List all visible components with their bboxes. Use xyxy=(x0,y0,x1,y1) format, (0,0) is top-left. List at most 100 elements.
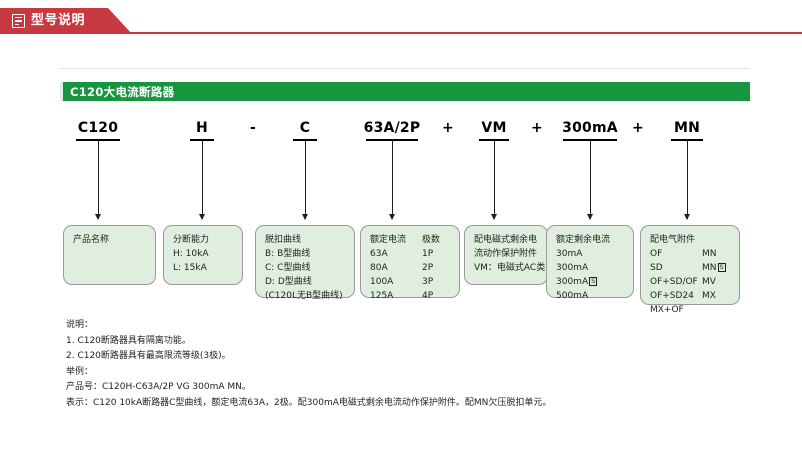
code-term-3: C xyxy=(299,120,311,136)
desc-row: 配电气附件 xyxy=(650,233,731,247)
desc-row: OF+SD24 MX xyxy=(650,289,731,303)
code-term-9: + xyxy=(632,120,644,136)
code-term-4: 63A/2P xyxy=(363,120,421,136)
desc-row: B: B型曲线 xyxy=(265,247,346,261)
desc-row: 300mA xyxy=(556,261,625,275)
desc-cell-primary: 500mA xyxy=(556,291,589,301)
code-term-underline-6 xyxy=(479,139,509,141)
desc-row: OF+SD/OF MV xyxy=(650,275,731,289)
desc-row: 63A 1P xyxy=(370,247,451,261)
desc-cell-primary: D: D型曲线 xyxy=(265,277,312,287)
note-line: 举例： xyxy=(66,366,94,377)
desc-row: 30mA xyxy=(556,247,625,261)
code-term-underline-3 xyxy=(293,139,317,141)
code-term-underline-8 xyxy=(563,139,617,141)
desc-cell-primary: OF+SD/OF xyxy=(650,277,698,287)
desc-cell-secondary: 1P xyxy=(422,249,434,259)
desc-row: D: D型曲线 xyxy=(265,275,346,289)
desc-cell-primary: OF+SD24 xyxy=(650,291,694,301)
section-accent-bar xyxy=(60,82,63,101)
delayed-type-badge: S xyxy=(717,263,726,272)
desc-row: 80A 2P xyxy=(370,261,451,275)
desc-row: C: C型曲线 xyxy=(265,261,346,275)
code-term-underline-0 xyxy=(76,139,120,141)
desc-row: 额定剩余电流 xyxy=(556,233,625,247)
connector-arrow-4 xyxy=(491,141,497,220)
page-title: 型号说明 xyxy=(31,13,86,28)
desc-cell-secondary: 4P xyxy=(422,291,434,301)
section-header: C120大电流断路器 xyxy=(60,82,750,101)
code-term-0: C120 xyxy=(77,120,119,136)
desc-cell-primary: 100A xyxy=(370,277,394,287)
desc-cell-primary: 125A xyxy=(370,291,394,301)
desc-row: 分断能力 xyxy=(173,233,234,247)
document-icon xyxy=(12,14,25,28)
note-line: 2. C120断路器具有最高限流等级(3极)。 xyxy=(66,351,231,361)
desc-cell-primary: 配电磁式剩余电 xyxy=(474,235,538,245)
desc-cell-primary: 额定电流 xyxy=(370,235,407,245)
notes-block: 说明：1. C120断路器具有隔离功能。2. C120断路器具有最高限流等级(3… xyxy=(66,318,766,411)
delayed-type-badge: S xyxy=(589,277,598,286)
desc-cell-primary: 流动作保护附件 xyxy=(474,249,538,259)
desc-row: 流动作保护附件 xyxy=(474,247,539,261)
desc-cell-primary: 80A xyxy=(370,263,388,273)
desc-row: 500mA xyxy=(556,289,625,303)
desc-row: L: 15kA xyxy=(173,261,234,275)
code-term-8: 300mA xyxy=(562,120,618,136)
code-term-6: VM xyxy=(481,120,507,136)
connector-arrow-5 xyxy=(587,141,593,220)
desc-cell-primary: 产品名称 xyxy=(73,235,110,245)
connector-arrow-6 xyxy=(684,141,690,220)
code-term-2: - xyxy=(249,120,257,136)
desc-cell-primary: SD xyxy=(650,263,663,273)
desc-cell-secondary: MX xyxy=(702,291,716,301)
connector-arrow-2 xyxy=(302,141,308,220)
desc-box-residual-current-accessory: 配电磁式剩余电流动作保护附件 VM：电磁式AC类 xyxy=(464,225,548,285)
desc-cell-primary: 63A xyxy=(370,249,388,259)
code-term-7: + xyxy=(531,120,543,136)
desc-cell-primary: L: 15kA xyxy=(173,263,207,273)
desc-row: VM：电磁式AC类 xyxy=(474,261,545,275)
code-term-underline-4 xyxy=(366,139,418,141)
desc-row: 产品名称 xyxy=(73,233,147,247)
desc-cell-secondary: MV xyxy=(702,277,716,287)
page-header: 型号说明 xyxy=(0,8,802,34)
section-title: C120大电流断路器 xyxy=(70,84,175,99)
desc-box-product-name: 产品名称 xyxy=(63,225,156,285)
desc-cell-primary: 30mA xyxy=(556,249,583,259)
desc-cell-secondary: 极数 xyxy=(422,235,441,245)
code-term-1: H xyxy=(196,120,208,136)
desc-cell-primary: (C120L无B型曲线) xyxy=(265,291,343,301)
desc-cell-primary: MX+OF xyxy=(650,305,684,315)
desc-row: 脱扣曲线 xyxy=(265,233,346,247)
content-panel xyxy=(60,68,750,413)
desc-cell-secondary: MN xyxy=(702,249,717,259)
connector-arrow-1 xyxy=(199,141,205,220)
desc-row: (C120L无B型曲线) xyxy=(265,289,346,303)
desc-cell-secondary: 2P xyxy=(422,263,434,273)
desc-row: 125A 4P xyxy=(370,289,451,303)
desc-cell-primary: 分断能力 xyxy=(173,235,210,245)
code-term-underline-10 xyxy=(671,139,703,141)
note-line: 产品号：C120H-C63A/2P VG 300mA MN。 xyxy=(66,382,251,392)
desc-box-trip-curve: 脱扣曲线 B: B型曲线 C: C型曲线 D: D型曲线 (C120L无B型曲线) xyxy=(255,225,355,301)
note-line: 1. C120断路器具有隔离功能。 xyxy=(66,335,191,346)
desc-cell-primary: 脱扣曲线 xyxy=(265,235,302,245)
header-tab: 型号说明 xyxy=(0,8,132,34)
desc-cell-primary: C: C型曲线 xyxy=(265,263,311,273)
code-term-10: MN xyxy=(673,120,701,136)
desc-cell-primary: 配电气附件 xyxy=(650,235,696,245)
desc-cell-primary: OF xyxy=(650,249,663,259)
note-line: 表示：C120 10kA断路器C型曲线，额定电流63A，2极。配300mA电磁式… xyxy=(66,397,552,408)
desc-row: OF MN xyxy=(650,247,731,261)
desc-cell-primary: 300mA xyxy=(556,263,589,273)
